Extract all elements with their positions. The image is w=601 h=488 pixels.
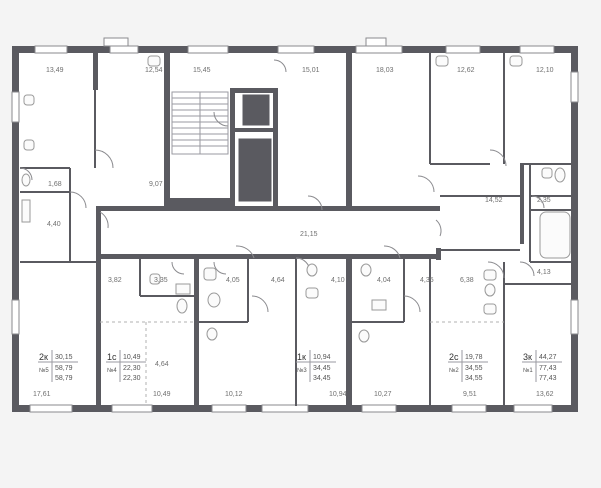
apartment-total-area: 34,55: [465, 365, 483, 372]
room-area-labels: 13,49 12,54 15,45 15,01 18,03 12,62 12,1…: [33, 67, 554, 398]
apartment-total-area-b: 22,30: [123, 375, 141, 382]
apartment-total-area: 22,30: [123, 365, 141, 372]
apartment-total-area: 58,79: [55, 365, 73, 372]
room-area: 10,27: [374, 391, 392, 398]
room-area: 4,64: [271, 277, 285, 284]
room-area: 18,03: [376, 67, 394, 74]
apartment-rooms: 1к: [297, 352, 306, 362]
room-area: 3,35: [154, 277, 168, 284]
room-area: 12,62: [457, 67, 475, 74]
room-area: 4,04: [377, 277, 391, 284]
apartment-number: №3: [297, 367, 307, 374]
room-area: 17,61: [33, 391, 51, 398]
sanitary-fixtures: [21, 55, 571, 343]
room-area: 15,01: [302, 67, 320, 74]
apartment-number: №1: [523, 367, 533, 374]
apartment-badge: 1к №3 10,94 34,45 34,45: [296, 350, 336, 382]
apartment-badge: 2к №5 30,15 58,79 58,79: [38, 350, 78, 382]
doors: [19, 59, 545, 313]
room-area: 6,38: [460, 277, 474, 284]
room-area: 4,13: [537, 269, 551, 276]
apartment-rooms: 2к: [39, 352, 48, 362]
room-area: 15,45: [193, 67, 211, 74]
apartment-rooms: 2с: [449, 352, 459, 362]
apartment-total-area-b: 77,43: [539, 375, 557, 382]
apartment-rooms: 3к: [523, 352, 532, 362]
apartment-badge: 3к №1 44,27 77,43 77,43: [522, 350, 562, 382]
room-area: 14,52: [485, 197, 503, 204]
apartment-total-area: 34,45: [313, 365, 331, 372]
room-area: 9,51: [463, 391, 477, 398]
room-area: 13,49: [46, 67, 64, 74]
room-area: 10,12: [225, 391, 243, 398]
room-area: 4,05: [226, 277, 240, 284]
room-area: 1,68: [48, 181, 62, 188]
room-area: 9,07: [149, 181, 163, 188]
room-area: 12,54: [145, 67, 163, 74]
room-area: 4,64: [155, 361, 169, 368]
apartment-number: №4: [107, 367, 117, 374]
room-area: 4,40: [47, 221, 61, 228]
apartment-badge: 2с №2 19,78 34,55 34,55: [448, 350, 488, 382]
room-area: 12,10: [536, 67, 554, 74]
room-area: 13,62: [536, 391, 554, 398]
room-area: 2,35: [537, 197, 551, 204]
apartment-living-area: 30,15: [55, 354, 73, 361]
apartment-total-area-b: 34,55: [465, 375, 483, 382]
interior-walls: [20, 50, 574, 408]
apartment-total-area-b: 58,79: [55, 375, 73, 382]
room-area: 10,49: [153, 391, 171, 398]
apartment-number: №2: [449, 367, 459, 374]
apartment-badge: 1с №4 10,49 22,30 22,30: [106, 350, 146, 382]
apartment-rooms: 1с: [107, 352, 117, 362]
room-area: 3,82: [108, 277, 122, 284]
room-area: 10,94: [329, 391, 347, 398]
apartment-total-area-b: 34,45: [313, 375, 331, 382]
apartment-living-area: 10,49: [123, 354, 141, 361]
apartment-number: №5: [39, 367, 49, 374]
windows: [11, 37, 579, 413]
apartment-living-area: 10,94: [313, 354, 331, 361]
room-area: 4,35: [420, 277, 434, 284]
room-area: 21,15: [300, 231, 318, 238]
room-area: 4,10: [331, 277, 345, 284]
apartment-living-area: 44,27: [539, 354, 557, 361]
apartment-total-area: 77,43: [539, 365, 557, 372]
apartment-living-area: 19,78: [465, 354, 483, 361]
